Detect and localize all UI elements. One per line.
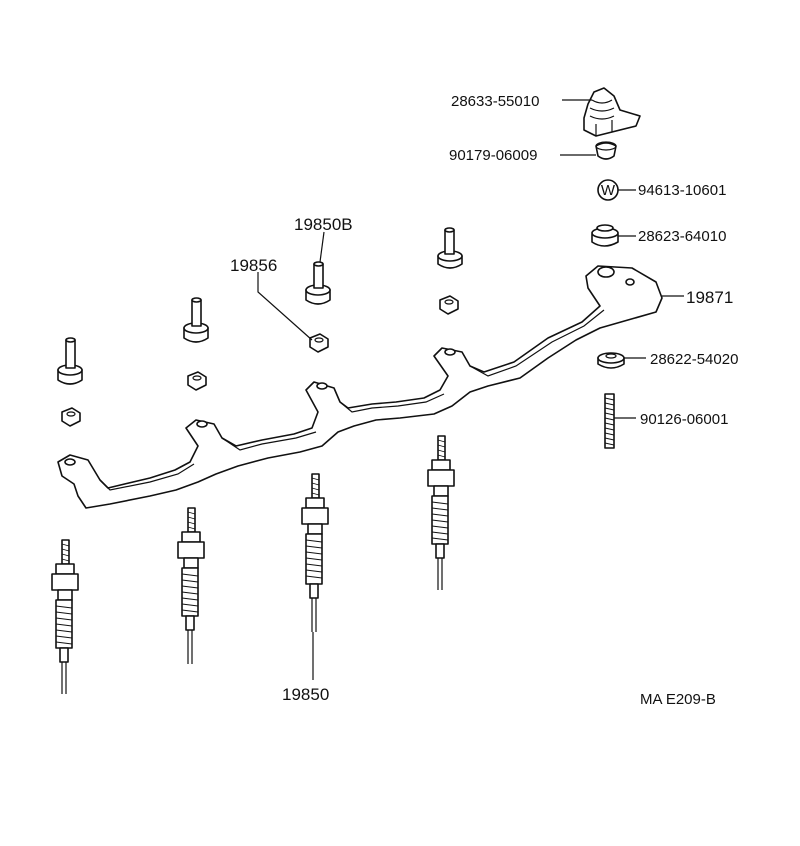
- terminal-cap-4: [437, 227, 463, 269]
- terminal-cap-2: [183, 297, 209, 343]
- diagram-code: MA E209-B: [640, 691, 716, 708]
- nut-1: [61, 407, 81, 427]
- label-94613-10601: 94613-10601: [638, 182, 726, 199]
- collar: [597, 352, 625, 369]
- nut-2: [187, 371, 207, 391]
- bracket-19871: [57, 265, 663, 509]
- glow-plug-1: [51, 539, 79, 694]
- washer: W: [597, 179, 619, 201]
- glow-plug-2: [177, 507, 205, 664]
- terminal-cap-1: [57, 337, 83, 385]
- insulator-cap: [583, 87, 641, 137]
- label-28622-54020: 28622-54020: [650, 351, 738, 368]
- label-19856: 19856: [230, 256, 277, 275]
- grommet: [591, 224, 619, 247]
- label-19850B: 19850B: [294, 215, 353, 234]
- glow-plug-4: [427, 435, 455, 590]
- part-labels: 28633-55010 90179-06009 94613-10601 2862…: [230, 93, 738, 708]
- glow-plug-3: [301, 473, 329, 632]
- label-19871: 19871: [686, 288, 733, 307]
- nut-4: [439, 295, 459, 315]
- label-90126-06001: 90126-06001: [640, 411, 728, 428]
- nut-3: [309, 333, 329, 353]
- label-28623-64010: 28623-64010: [638, 228, 726, 245]
- terminal-cap-3: [305, 261, 331, 305]
- label-19850: 19850: [282, 685, 329, 704]
- label-28633-55010: 28633-55010: [451, 93, 539, 110]
- nut-upper: [595, 141, 617, 160]
- leader-lines: [257, 99, 684, 680]
- washer-symbol: W: [601, 182, 616, 199]
- stud: [604, 393, 615, 449]
- label-90179-06009: 90179-06009: [449, 147, 537, 164]
